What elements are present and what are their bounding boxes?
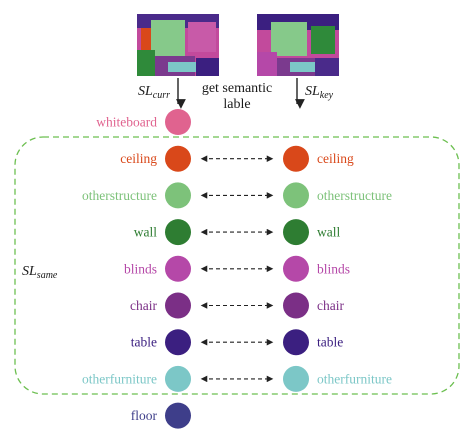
right-node-table [283,329,309,356]
key-frame-semantic-image [257,14,339,76]
sl-same-label: SLsame [22,264,58,281]
left-label-otherfurniture: otherfurniture [82,371,157,386]
right-node-chair [283,292,309,319]
left-node-otherstructure [165,182,191,209]
right-node-otherstructure [283,182,309,209]
right-node-otherfurniture [283,365,309,392]
left-node-otherfurniture [165,365,191,392]
left-node-whiteboard [165,109,191,135]
left-label-blinds: blinds [124,261,157,276]
left-label-chair: chair [130,298,157,313]
left-node-chair [165,292,191,319]
left-label-wall: wall [134,225,157,240]
right-label-chair: chair [317,298,344,313]
right-label-blinds: blinds [317,261,350,276]
left-label-floor: floor [131,408,158,423]
right-label-otherfurniture: otherfurniture [317,371,392,386]
left-node-floor [165,402,191,429]
right-label-ceiling: ceiling [317,151,354,166]
left-label-otherstructure: otherstructure [82,188,157,203]
left-node-blinds [165,255,191,282]
right-node-blinds [283,255,309,282]
sl-curr-label: SLcurr [138,84,170,101]
right-label-wall: wall [317,225,340,240]
label-rows: whiteboard ceiling ceiling otherstructure ot… [82,109,392,429]
right-node-wall [283,219,309,246]
left-label-table: table [131,335,157,350]
left-node-wall [165,219,191,246]
left-node-table [165,329,191,356]
get-semantic-label-caption-2: lable [223,97,250,112]
right-node-ceiling [283,145,309,172]
sl-key-label: SLkey [305,84,334,101]
left-label-whiteboard: whiteboard [96,115,157,130]
same-label-group-border [14,136,460,395]
current-frame-semantic-image [137,14,219,76]
get-semantic-label-caption-1: get semantic [202,81,272,96]
left-label-ceiling: ceiling [120,151,157,166]
right-label-otherstructure: otherstructure [317,188,392,203]
right-label-table: table [317,335,343,350]
left-node-ceiling [165,145,191,172]
